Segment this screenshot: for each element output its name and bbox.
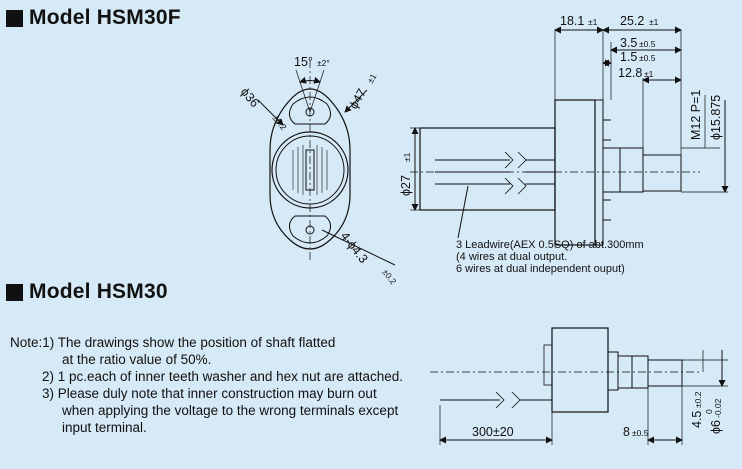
len-8-label: 8 xyxy=(623,425,630,439)
dim-12-8-label: 12.8 xyxy=(618,66,642,80)
note-line-1: Note:1) The drawings show the position o… xyxy=(10,335,336,350)
dim-3-5-label: 3.5 xyxy=(620,36,637,50)
dia-6-tol-dn-label: -0.02 xyxy=(713,398,723,418)
dim-1-5-label: 1.5 xyxy=(620,50,637,64)
leadwire-line-1: 3 Leadwire(AEX 0.5SQ) of abt.300mm xyxy=(456,239,644,251)
angle-tol-label: ±2° xyxy=(317,58,330,68)
holes-tol-label: ±0.2 xyxy=(380,267,398,286)
side-view-top-labels: 18.1 ±1 25.2 ±1 3.5 ±0.5 1.5 ±0.5 12.8 ±… xyxy=(399,14,723,275)
dia-4-5-label: 4.5 xyxy=(690,411,704,428)
note-line-6: input terminal. xyxy=(62,420,147,435)
heading-text: Model HSM30 xyxy=(29,280,168,303)
dia-6-tol-up-label: 0 xyxy=(704,409,714,414)
thread-label: M12 P=1 xyxy=(689,90,703,140)
heading-model-hsm30f: Model HSM30F xyxy=(6,6,181,30)
note-line-4: 3) Please duly note that inner construct… xyxy=(42,386,377,401)
dia-6-label: ϕ6 xyxy=(709,420,723,434)
len-8-tol-label: ±0.5 xyxy=(632,428,649,438)
angle-label: 15° xyxy=(294,55,313,69)
heading-model-hsm30: Model HSM30 xyxy=(6,280,168,304)
len-300-label: 300±20 xyxy=(472,425,514,439)
notes-block: Note:1) The drawings show the position o… xyxy=(10,334,450,436)
dia27-tol-label: ±1 xyxy=(402,152,412,162)
note-line-3: 2) 1 pc.each of inner teeth washer and h… xyxy=(42,369,403,384)
dia47-tol-label: ±1 xyxy=(365,72,378,85)
side-view-bottom-labels: 300±20 8 ±0.5 4.5 ±0.2 ϕ6 0 -0.02 xyxy=(472,391,723,439)
leadwire-line-3: 6 wires at dual independent ouput) xyxy=(456,263,625,275)
dim-25-label: 25.2 xyxy=(620,14,644,28)
dia-4-5-tol-label: ±0.2 xyxy=(693,391,703,408)
dia27-label: ϕ27 xyxy=(399,175,413,196)
leadwire-line-2: (4 wires at dual output. xyxy=(456,251,567,263)
dim-1-5-tol-label: ±0.5 xyxy=(639,53,656,63)
dim-25-tol-label: ±1 xyxy=(649,17,659,27)
dim-18-tol-label: ±1 xyxy=(588,17,598,27)
heading-bullet-icon xyxy=(6,9,23,27)
front-view-labels: 15° ±2° ϕ36 ±0.2 ϕ47 ±1 4-ϕ4.3 ±0.2 xyxy=(238,55,399,286)
dim-18-label: 18.1 xyxy=(560,14,584,28)
note-line-2: at the ratio value of 50%. xyxy=(62,352,212,367)
dia15875-label: ϕ15.875 xyxy=(709,95,723,140)
heading-bullet-icon xyxy=(6,283,23,301)
holes-label: 4-ϕ4.3 xyxy=(338,229,371,266)
dim-12-8-tol-label: ±1 xyxy=(644,69,654,79)
heading-text: Model HSM30F xyxy=(29,6,181,29)
note-line-5: when applying the voltage to the wrong t… xyxy=(62,403,399,418)
side-view-bottom xyxy=(430,327,728,445)
side-view-top xyxy=(410,26,729,246)
front-view xyxy=(257,60,396,266)
dia36-label: ϕ36 xyxy=(238,85,262,110)
dim-3-5-tol-label: ±0.5 xyxy=(639,39,656,49)
